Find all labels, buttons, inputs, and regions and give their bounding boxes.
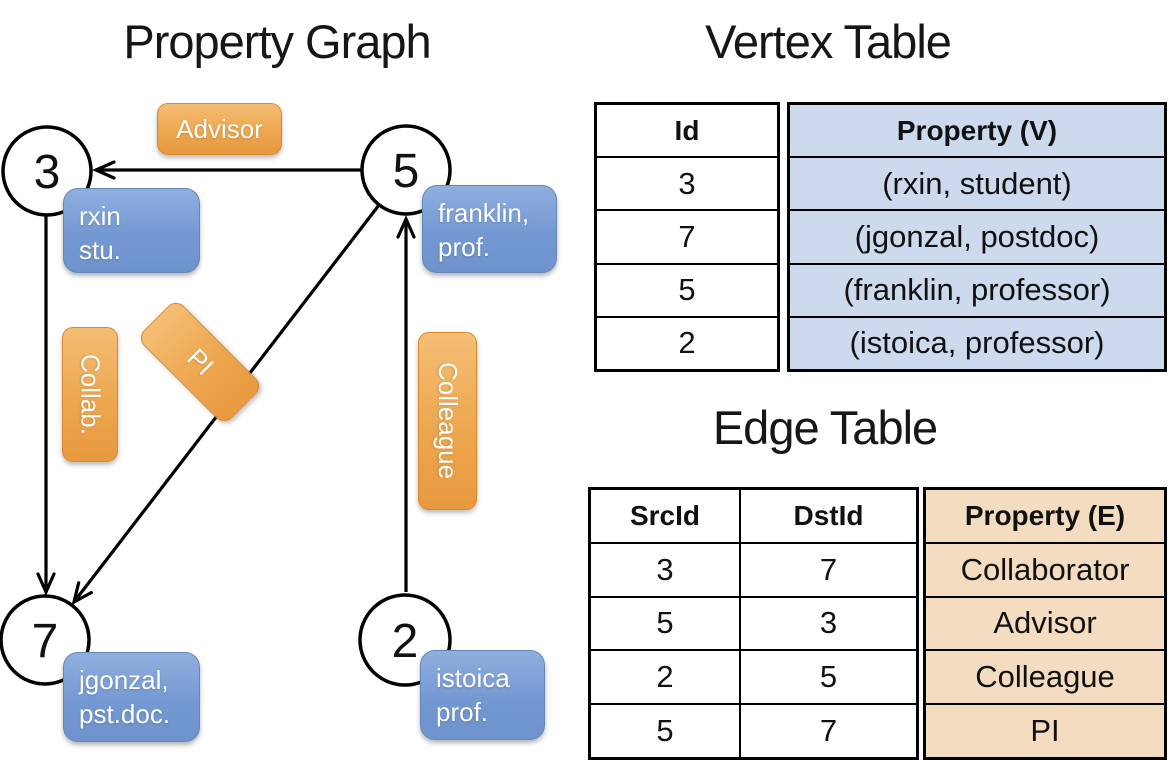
edge-table-title: Edge Table: [712, 401, 938, 454]
edge-table-property-cell: Advisor: [926, 595, 1164, 650]
edge-table-dst-cell: 7: [819, 713, 838, 749]
edge-label-text: Colleague: [433, 362, 463, 480]
edge-label-advisor: Advisor: [157, 103, 282, 155]
vertex-table-id-column: Id 3 7 5 2: [594, 102, 780, 372]
vertex-node-5-id: 5: [393, 145, 420, 198]
vertex-node-2-id: 2: [392, 615, 419, 668]
vertex-table-header-id: Id: [674, 114, 700, 146]
vertex-property-box-franklin: franklin, prof.: [422, 185, 557, 273]
vertex-table-property-cell: (jgonzal, postdoc): [790, 209, 1164, 262]
edge-label-text: PI: [181, 342, 220, 381]
edge-table-property-cell: Colleague: [926, 649, 1164, 703]
vertex-table: Id 3 7 5 2 Property (V) (rxin, student) …: [594, 102, 1167, 372]
edge-table-header-dstid: DstId: [793, 499, 864, 531]
edge-table-property-cell: PI: [926, 703, 1164, 757]
vertex-prop-line: prof.: [438, 232, 491, 263]
vertex-property-box-jgonzal: jgonzal, pst.doc.: [63, 652, 200, 742]
vertex-table-property-cell: (rxin, student): [790, 156, 1164, 209]
vertex-prop-line: istoica: [436, 663, 510, 693]
vertex-table-id-cell: 3: [597, 156, 777, 209]
edge-table-header-srcid: SrcId: [591, 490, 741, 542]
vertex-prop-line: prof.: [436, 697, 489, 728]
vertex-table-property-cell: (franklin, professor): [790, 262, 1164, 316]
edge-table-dst-cell: 7: [819, 551, 838, 587]
vertex-property-box-istoica: istoica prof.: [420, 650, 545, 740]
edge-label-text: Advisor: [176, 113, 263, 144]
vertex-prop-line: rxin: [79, 201, 121, 231]
edge-table: SrcId DstId 3 7 5 3 2 5: [588, 487, 1167, 760]
property-graph-title: Property Graph: [123, 15, 431, 68]
vertex-table-property-column: Property (V) (rxin, student) (jgonzal, p…: [787, 102, 1167, 372]
vertex-table-title: Vertex Table: [705, 15, 952, 68]
edge-table-src-cell: 5: [591, 705, 741, 757]
vertex-table-id-cell: 2: [597, 315, 777, 369]
vertex-prop-line: franklin,: [438, 198, 530, 228]
edge-table-src-cell: 2: [591, 651, 741, 704]
vertex-node-7-id: 7: [32, 615, 59, 668]
edge-label-colleague: Colleague: [418, 332, 477, 510]
edge-label-collaborator: Collab.: [62, 327, 118, 462]
vertex-prop-line: stu.: [79, 235, 121, 266]
vertex-node-3-id: 3: [34, 146, 61, 199]
edge-table-src-cell: 3: [591, 543, 741, 596]
edge-table-dst-cell: 5: [819, 659, 838, 695]
edge-table-property-cell: Collaborator: [926, 541, 1164, 596]
vertex-prop-line: jgonzal,: [79, 665, 169, 695]
edge-label-text: Collab.: [75, 354, 106, 435]
vertex-table-id-cell: 5: [597, 262, 777, 316]
vertex-table-id-cell: 7: [597, 209, 777, 262]
edge-table-src-cell: 5: [591, 597, 741, 650]
vertex-property-box-rxin: rxin stu.: [63, 188, 200, 273]
vertex-table-header-property: Property (V): [896, 114, 1058, 146]
edge-table-dst-cell: 3: [819, 605, 838, 641]
edge-table-header-property: Property (E): [964, 499, 1126, 531]
vertex-table-property-cell: (istoica, professor): [790, 315, 1164, 369]
vertex-prop-line: pst.doc.: [79, 699, 171, 730]
edge-table-property-column: Property (E) Collaborator Advisor Collea…: [923, 487, 1167, 760]
edge-table-src-dst-columns: SrcId DstId 3 7 5 3 2 5: [588, 487, 919, 760]
